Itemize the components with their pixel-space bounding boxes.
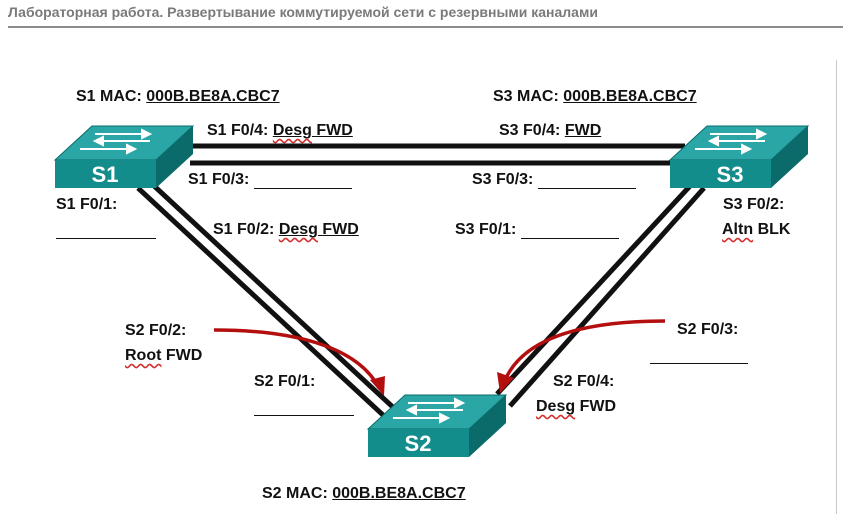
s1-f01-port: S1 F0/1: — [56, 195, 117, 214]
port-blank — [254, 399, 354, 416]
s2-mac-label: S2 MAC: 000B.BE8A.CBC7 — [262, 484, 466, 503]
switch-arrows-icon — [695, 128, 768, 155]
port-state: FWD — [316, 122, 353, 139]
link-s3-s2 — [495, 184, 706, 408]
link-s1-s2 — [136, 182, 398, 418]
port-blank — [650, 347, 748, 364]
s2-f01-blank — [254, 397, 354, 416]
s1-f03-port: S1 F0/3: — [188, 170, 352, 189]
s3-f02-status: Altn BLK — [722, 220, 790, 239]
port-state: FWD — [322, 221, 359, 238]
s2-f03-blank — [650, 345, 748, 364]
port-status: Desg FWD — [279, 221, 359, 238]
port-label: S2 F0/2: — [125, 322, 187, 339]
port-state: FWD — [165, 347, 203, 364]
port-label: S2 F0/3: — [677, 321, 739, 338]
root-arrow-s2-f03 — [497, 319, 666, 393]
s2-mac-value: 000B.BE8A.CBC7 — [332, 485, 466, 502]
port-status: Desg FWD — [273, 122, 353, 139]
s2-mac-prefix: S2 MAC: — [262, 485, 328, 502]
s1-mac-prefix: S1 MAC: — [76, 88, 142, 105]
s3-f01-port: S3 F0/1: — [455, 220, 619, 239]
port-state: FWD — [564, 122, 602, 139]
port-label: S3 F0/1: — [455, 221, 517, 238]
s2-f03-port: S2 F0/3: — [677, 320, 738, 339]
switch-s3-name: S3 — [717, 162, 744, 187]
port-state: BLK — [757, 221, 791, 238]
switch-s1[interactable]: S1 — [53, 125, 195, 188]
port-label: S2 F0/4: — [553, 373, 615, 390]
port-blank — [56, 222, 156, 239]
port-label: S2 F0/1: — [254, 373, 316, 390]
s3-f02-port: S3 F0/2: — [723, 195, 784, 214]
port-label: S1 F0/4: — [207, 122, 269, 139]
switch-arrows-icon — [393, 397, 466, 424]
port-role: Desg — [272, 122, 312, 139]
port-label: S1 F0/1: — [56, 196, 118, 213]
port-blank — [520, 222, 619, 239]
port-blank — [253, 172, 352, 189]
s2-f02-port: S2 F0/2: — [125, 321, 186, 340]
s1-f01-blank — [56, 220, 156, 239]
port-label: S3 F0/3: — [472, 171, 534, 188]
port-role: Desg — [278, 221, 318, 238]
port-blank — [537, 172, 636, 189]
port-label: S1 F0/2: — [213, 221, 275, 238]
root-arrow-s2-f02 — [213, 328, 385, 396]
header-divider — [8, 26, 843, 28]
s2-f04-port: S2 F0/4: — [553, 372, 614, 391]
s3-mac-value: 000B.BE8A.CBC7 — [563, 88, 697, 105]
page-header: Лабораторная работа. Развертывание комму… — [8, 4, 598, 20]
port-role: Desg — [536, 398, 576, 415]
s3-mac-label: S3 MAC: 000B.BE8A.CBC7 — [493, 87, 697, 106]
s3-f04-port: S3 F0/4: FWD — [499, 121, 601, 140]
s2-f02-status: Root FWD — [125, 346, 202, 365]
s3-f03-port: S3 F0/3: — [472, 170, 636, 189]
s3-mac-prefix: S3 MAC: — [493, 88, 559, 105]
port-role: Root — [125, 347, 162, 364]
s2-f04-status: Desg FWD — [536, 397, 616, 416]
switch-arrows-icon — [80, 128, 153, 155]
switch-s2[interactable]: S2 — [366, 394, 508, 457]
link-s1-s3 — [190, 143, 685, 166]
port-label: S3 F0/4: — [499, 122, 561, 139]
s1-f04-port: S1 F0/4: Desg FWD — [207, 121, 353, 140]
s1-mac-label: S1 MAC: 000B.BE8A.CBC7 — [76, 87, 280, 106]
s1-f02-port: S1 F0/2: Desg FWD — [213, 220, 359, 239]
switch-s2-name: S2 — [405, 431, 432, 456]
port-role: Altn — [722, 221, 754, 238]
port-label: S1 F0/3: — [188, 171, 250, 188]
switch-s1-name: S1 — [92, 162, 119, 187]
s2-f01-port: S2 F0/1: — [254, 372, 315, 391]
port-label: S3 F0/2: — [723, 196, 785, 213]
port-state: FWD — [579, 398, 617, 415]
switch-s3[interactable]: S3 — [668, 125, 810, 188]
right-border — [836, 60, 837, 514]
s1-mac-value: 000B.BE8A.CBC7 — [146, 88, 280, 105]
